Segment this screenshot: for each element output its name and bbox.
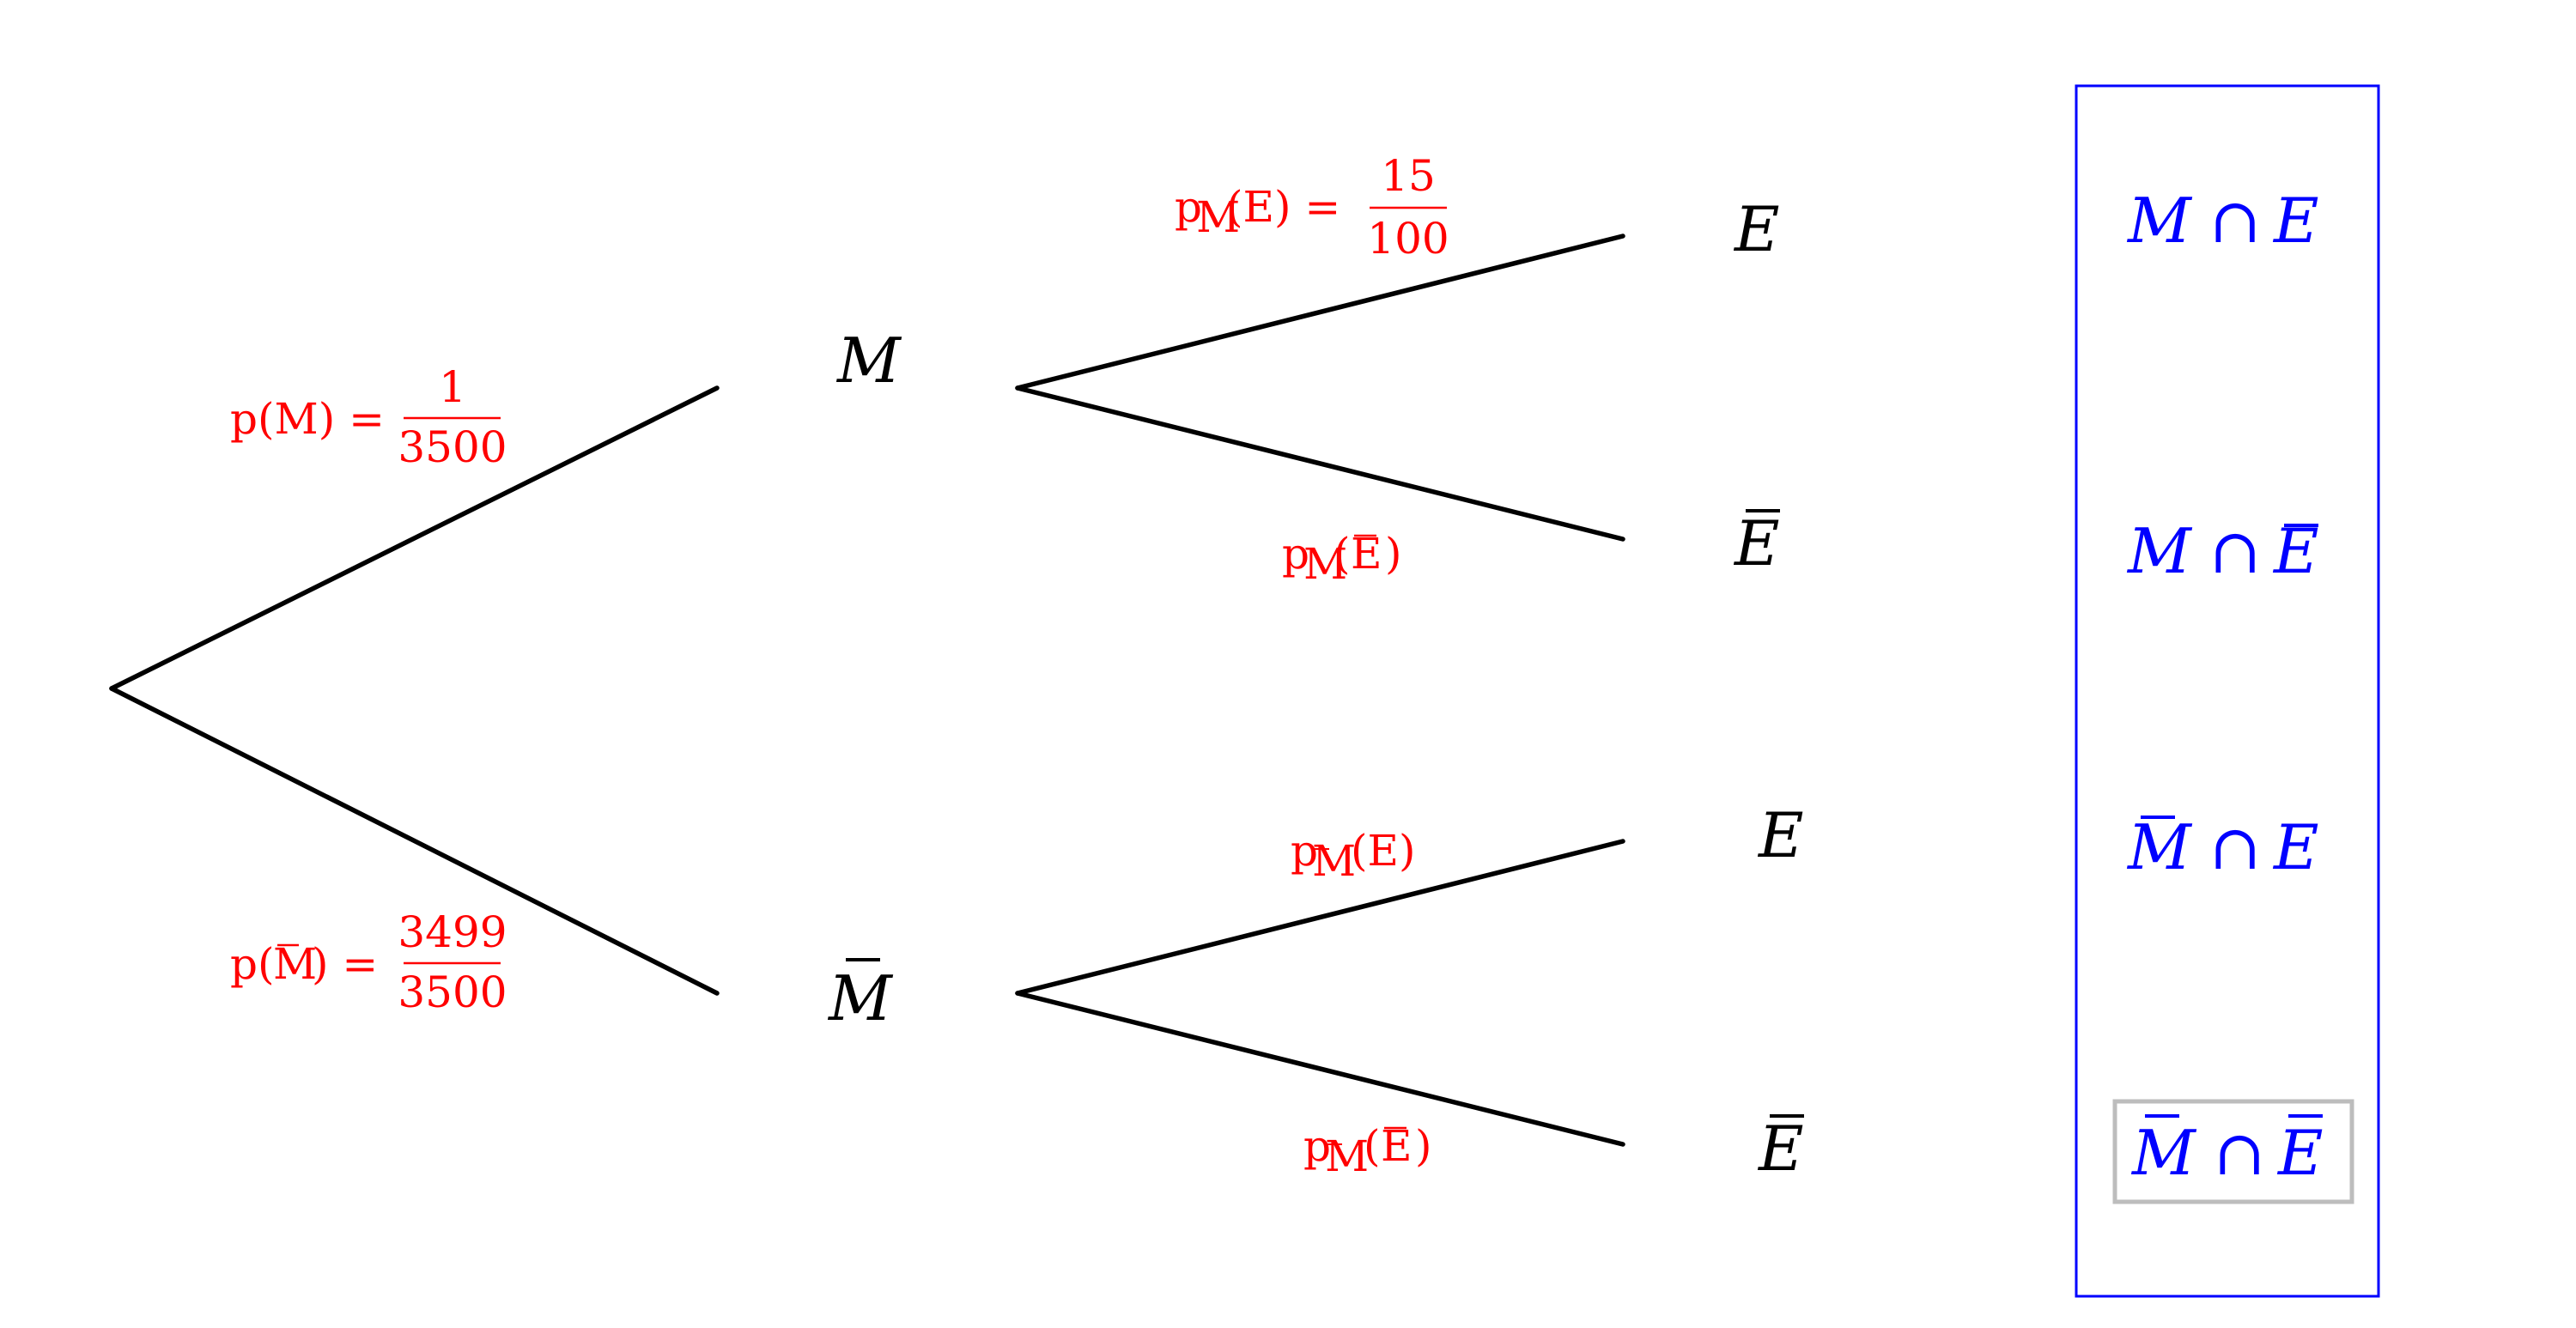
svg-text:p: p <box>1291 826 1318 876</box>
svg-text:M: M <box>2126 811 2193 883</box>
svg-text:M: M <box>1325 1131 1369 1181</box>
svg-text:(E): (E) <box>1351 826 1416 876</box>
node-not-M-not-E: E <box>1757 1113 1804 1185</box>
svg-text:∩: ∩ <box>2214 1117 2265 1189</box>
svg-text:(: ( <box>1364 1121 1381 1171</box>
svg-text:M: M <box>1303 539 1347 589</box>
svg-text:p(M) =: p(M) = <box>230 394 385 444</box>
svg-text:∩: ∩ <box>2209 185 2261 257</box>
svg-text:3499: 3499 <box>398 907 507 957</box>
svg-text:) =: ) = <box>312 939 378 989</box>
svg-text:(: ( <box>1334 529 1351 579</box>
svg-text:M: M <box>835 324 902 397</box>
svg-text:p: p <box>1282 529 1309 579</box>
svg-text:E: E <box>2276 1117 2324 1189</box>
branch-root-to-not-M <box>109 686 720 996</box>
svg-text:): ) <box>1415 1121 1432 1171</box>
prob-p-not-M: p( M ) = 3499 3500 <box>230 907 507 1017</box>
svg-text:E: E <box>1733 507 1780 579</box>
branch-not-M-to-not-E <box>1015 991 1625 1147</box>
node-M-not-E: E <box>1733 507 1780 579</box>
outcomes-box <box>2075 84 2380 1298</box>
svg-text:M: M <box>2126 515 2193 587</box>
prob-pM-E: p M (E) = 15 100 <box>1175 151 1449 264</box>
svg-text:E: E <box>2272 185 2319 257</box>
svg-text:E: E <box>1351 529 1382 579</box>
svg-text:E: E <box>1381 1121 1413 1171</box>
svg-text:E: E <box>1757 799 1804 871</box>
highlight-box <box>2112 1099 2354 1204</box>
branch-M-to-not-E <box>1015 385 1625 542</box>
svg-text:100: 100 <box>1367 214 1449 264</box>
branch-root-to-M <box>109 385 720 691</box>
branch-M-to-E <box>1015 233 1625 391</box>
outcome-not-M-and-not-E: M ∩ E <box>2130 1114 2324 1189</box>
node-M: M <box>835 324 902 397</box>
node-not-M: M <box>827 958 894 1034</box>
outcome-not-M-and-E: M ∩ E <box>2126 811 2319 883</box>
svg-text:M: M <box>1312 836 1356 886</box>
svg-text:3500: 3500 <box>398 422 507 472</box>
svg-text:M: M <box>2130 1117 2197 1189</box>
svg-text:∩: ∩ <box>2209 515 2261 587</box>
svg-text:M: M <box>273 939 317 989</box>
svg-text:E: E <box>2272 515 2319 587</box>
svg-text:M: M <box>1196 192 1240 242</box>
outcome-M-and-E: M ∩ E <box>2126 185 2319 257</box>
svg-text:M: M <box>2126 185 2193 257</box>
svg-text:): ) <box>1385 529 1402 579</box>
prob-pM-not-E: p M ( E ) <box>1282 529 1402 589</box>
svg-text:p(: p( <box>230 939 275 989</box>
svg-text:1: 1 <box>439 362 466 412</box>
svg-text:∩: ∩ <box>2209 811 2261 883</box>
svg-text:p: p <box>1303 1121 1331 1171</box>
svg-text:E: E <box>1733 193 1780 265</box>
svg-text:(E) =: (E) = <box>1226 182 1340 232</box>
svg-text:3500: 3500 <box>398 967 507 1017</box>
svg-text:M: M <box>827 962 894 1034</box>
node-not-M-E: E <box>1757 799 1804 871</box>
svg-text:E: E <box>1757 1113 1804 1185</box>
prob-p-M: p(M) = 1 3500 <box>230 362 507 472</box>
prob-pnotM-not-E: p M ( E ) <box>1303 1121 1432 1181</box>
svg-text:p: p <box>1175 182 1202 232</box>
outcome-M-and-not-E: M ∩ E <box>2126 515 2319 587</box>
svg-text:E: E <box>2272 811 2319 883</box>
prob-pnotM-E: p M (E) <box>1291 826 1416 886</box>
svg-text:15: 15 <box>1381 151 1436 201</box>
node-M-E: E <box>1733 193 1780 265</box>
branch-not-M-to-E <box>1015 839 1625 996</box>
